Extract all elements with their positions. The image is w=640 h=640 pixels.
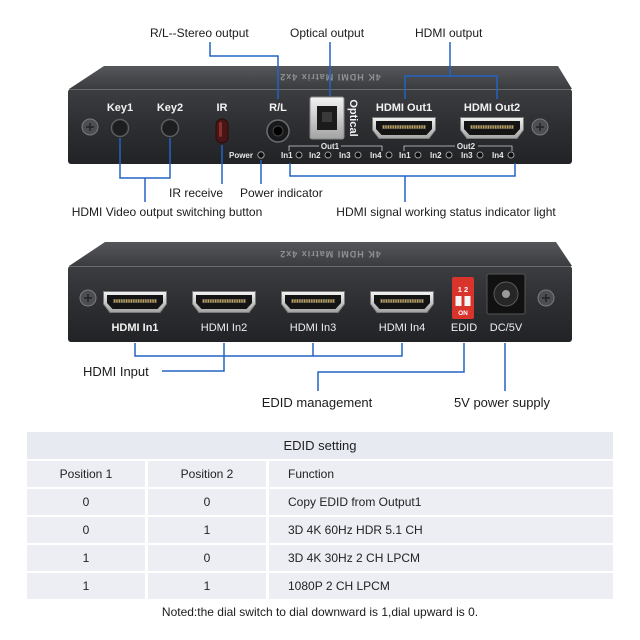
hdmi-in1-label: HDMI In1 [111, 322, 158, 334]
device-top-face [69, 242, 572, 266]
hdmi-output-callout: HDMI output [415, 26, 483, 40]
table-cell: 1 [148, 573, 266, 599]
table-header: Position 1 [27, 461, 145, 487]
edid-management-line [317, 343, 465, 391]
led-label: In3 [339, 151, 351, 160]
dip-numbers: 1 2 [458, 285, 468, 294]
status-led-icon [295, 151, 303, 159]
status-led-icon [354, 151, 362, 159]
hdmi-out1-label: HDMI Out1 [376, 102, 432, 114]
table-cell: 3D 4K 30Hz 2 CH LPCM [269, 545, 613, 571]
status-led-icon [445, 151, 453, 159]
table-cell: 0 [27, 517, 145, 543]
hdmi-in2-port-icon [192, 291, 256, 313]
hdmi-in1-port-icon [103, 291, 167, 313]
power-indicator-callout: Power indicator [240, 186, 323, 200]
power-led-icon [257, 151, 265, 159]
hdmi-input-bracket [134, 343, 403, 357]
power-label: Power [229, 151, 253, 160]
ir-label: IR [217, 102, 228, 114]
screw-icon [537, 289, 555, 307]
status-led-icon [385, 151, 393, 159]
optical-label: Optical [347, 99, 359, 136]
status-led-icon [507, 151, 515, 159]
out2-status-leds: Out2 In1 In2 In3 In4 [399, 142, 515, 160]
key1-button-icon [110, 118, 130, 138]
key2-label: Key2 [157, 102, 183, 114]
edid-label: EDID [451, 322, 477, 334]
screw-icon [81, 118, 99, 136]
table-cell: 1 [27, 545, 145, 571]
table-cell: 1 [27, 573, 145, 599]
out1-group-label: Out1 [321, 142, 340, 151]
edid-dip-switch-icon: 1 2 ON [452, 277, 474, 319]
out2-bracket [403, 145, 513, 151]
dial-switch-note: Noted:the dial switch to dial downward i… [161, 605, 479, 619]
table-header: Position 2 [148, 461, 266, 487]
dip-knob [455, 296, 462, 306]
hdmi-out2-port-icon [460, 117, 524, 139]
table-cell: Copy EDID from Output1 [269, 489, 613, 515]
ir-window-icon [215, 118, 229, 144]
table-cell: 0 [148, 489, 266, 515]
out1-status-leds: Out1 In1 In2 In3 In4 [281, 142, 393, 160]
hdmi-in4-label: HDMI In4 [379, 322, 425, 334]
led-label: In4 [370, 151, 382, 160]
screw-icon [531, 118, 549, 136]
led-label: In2 [309, 151, 321, 160]
led-label: In4 [492, 151, 504, 160]
key2-button-icon [160, 118, 180, 138]
table-cell: 0 [148, 545, 266, 571]
table-title: EDID setting [27, 432, 613, 459]
rear-panel-device: 4K HDMI Matrix 4x2 HDMI In1 HDMI In2 HDM… [68, 242, 572, 342]
ir-receive-callout: IR receive [169, 186, 223, 200]
hdmi-input-callout: HDMI Input [83, 364, 149, 379]
dip-on-label: ON [458, 310, 468, 317]
stereo-output-callout: R/L--Stereo output [150, 26, 249, 40]
status-led-icon [414, 151, 422, 159]
optical-output-callout: Optical output [290, 26, 365, 40]
stereo-output-line [209, 42, 279, 99]
status-led-icon [324, 151, 332, 159]
screw-icon [79, 289, 97, 307]
edid-setting-table: EDID setting Position 1 Position 2 Funct… [27, 432, 613, 599]
dc-label: DC/5V [490, 322, 523, 334]
hdmi-out2-label: HDMI Out2 [464, 102, 520, 114]
hdmi-in4-port-icon [370, 291, 434, 313]
device-top-face [69, 66, 572, 89]
audio-jack-icon [266, 119, 290, 143]
hdmi-in2-label: HDMI In2 [201, 322, 247, 334]
edid-management-callout: EDID management [262, 395, 373, 410]
out2-group-label: Out2 [457, 142, 476, 151]
hdmi-in3-port-icon [281, 291, 345, 313]
front-panel-device: 4K HDMI Matrix 4x2 Key1 Key2 IR R/L [68, 66, 572, 164]
switching-button-callout: HDMI Video output switching button [72, 205, 263, 219]
device-model-text: 4K HDMI Matrix 4x2 [279, 249, 381, 259]
key1-label: Key1 [107, 102, 133, 114]
rl-label: R/L [269, 102, 287, 114]
status-light-callout: HDMI signal working status indicator lig… [336, 205, 556, 219]
led-label: In2 [430, 151, 442, 160]
table-cell: 1080P 2 CH LPCM [269, 573, 613, 599]
status-led-icon [476, 151, 484, 159]
hdmi-output-bracket [404, 75, 498, 99]
dip-knob [464, 296, 471, 306]
table-header: Function [269, 461, 613, 487]
out1-bracket [288, 145, 383, 151]
power-supply-callout: 5V power supply [454, 395, 551, 410]
optical-port-icon [309, 96, 345, 140]
dc-jack-icon [486, 273, 526, 315]
product-diagram: R/L--Stereo output Optical output HDMI o… [68, 26, 572, 410]
table-cell: 0 [27, 489, 145, 515]
led-label: In1 [399, 151, 411, 160]
table-cell: 1 [148, 517, 266, 543]
hdmi-in3-label: HDMI In3 [290, 322, 336, 334]
status-light-bracket [289, 163, 516, 177]
led-label: In1 [281, 151, 293, 160]
hdmi-out1-port-icon [372, 117, 436, 139]
led-label: In3 [461, 151, 473, 160]
table-cell: 3D 4K 60Hz HDR 5.1 CH [269, 517, 613, 543]
hdmi-input-line [162, 356, 225, 372]
